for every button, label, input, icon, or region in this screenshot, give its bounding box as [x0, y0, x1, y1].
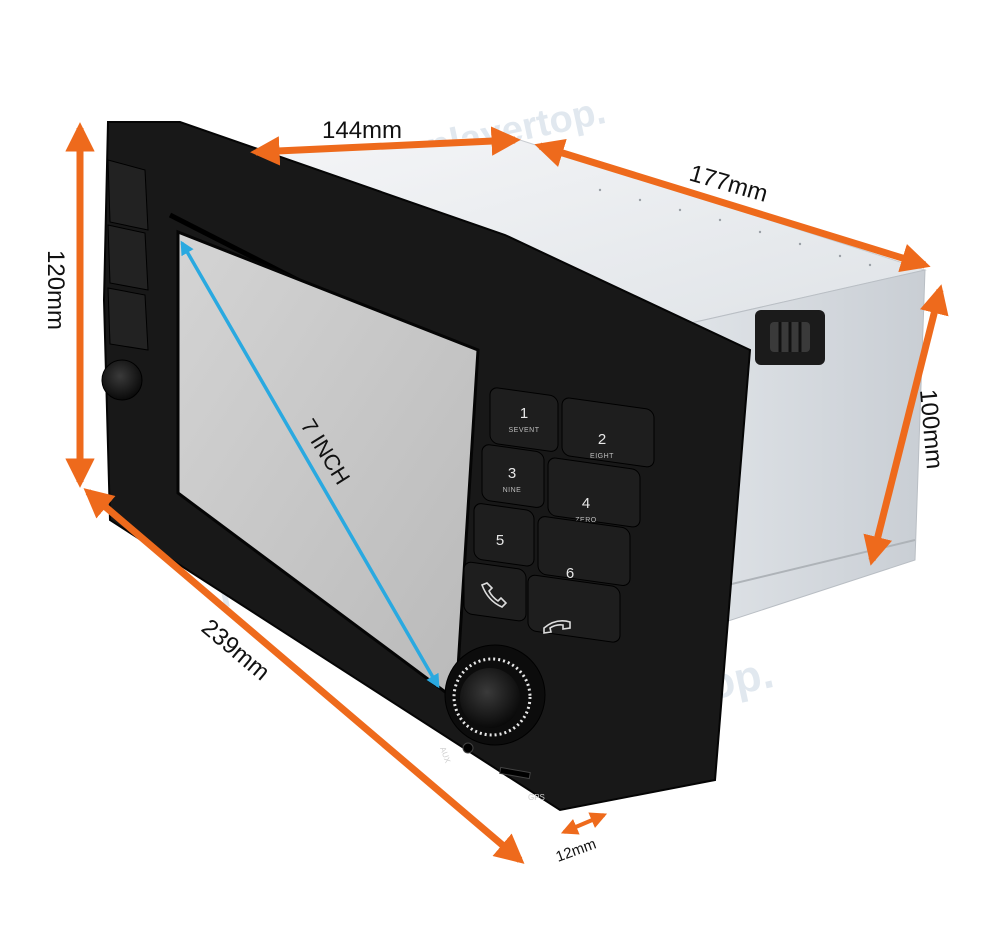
dimension-arrows — [65, 122, 949, 864]
key-3-label: NINE — [503, 487, 522, 494]
arrow-12mm — [560, 812, 608, 835]
call-end-button[interactable] — [527, 574, 621, 643]
key-4[interactable]: 4 ZERO — [547, 457, 641, 528]
label-144mm: 144mm — [322, 117, 402, 144]
main-knob[interactable] — [444, 644, 546, 746]
key-4-label: ZERO — [575, 517, 597, 524]
aux-port[interactable] — [462, 742, 474, 754]
gps-label: GPS — [528, 793, 545, 802]
arrow-100mm — [863, 284, 949, 566]
left-knob[interactable] — [101, 359, 143, 401]
label-239mm: 239mm — [196, 614, 275, 686]
key-6-number: 6 — [566, 565, 574, 582]
label-100mm: 100mm — [914, 388, 948, 470]
key-1-label: SEVENT — [508, 427, 539, 434]
key-2-label: EIGHT — [590, 453, 614, 460]
call-answer-button[interactable] — [463, 561, 527, 622]
key-5-number: 5 — [496, 532, 504, 549]
arrow-144mm — [250, 126, 521, 166]
key-4-number: 4 — [582, 495, 590, 512]
key-2-number: 2 — [598, 431, 606, 448]
key-3-number: 3 — [508, 465, 516, 482]
key-1[interactable]: 1 SEVENT — [489, 387, 559, 453]
left-button-column — [107, 159, 149, 351]
phone-hangup-icon — [543, 620, 571, 634]
aux-label: AUX — [438, 746, 452, 765]
label-12mm: 12mm — [554, 836, 599, 866]
arrow-239mm — [83, 488, 525, 864]
key-5[interactable]: 5 — [473, 503, 535, 567]
mounting-bracket — [755, 310, 825, 365]
key-1-number: 1 — [520, 405, 528, 422]
key-2[interactable]: 2 EIGHT — [561, 397, 655, 468]
label-120mm: 120mm — [42, 250, 69, 330]
arrow-177mm — [534, 138, 931, 273]
key-6[interactable]: 6 — [537, 516, 631, 587]
key-3[interactable]: 3 NINE — [481, 444, 545, 509]
